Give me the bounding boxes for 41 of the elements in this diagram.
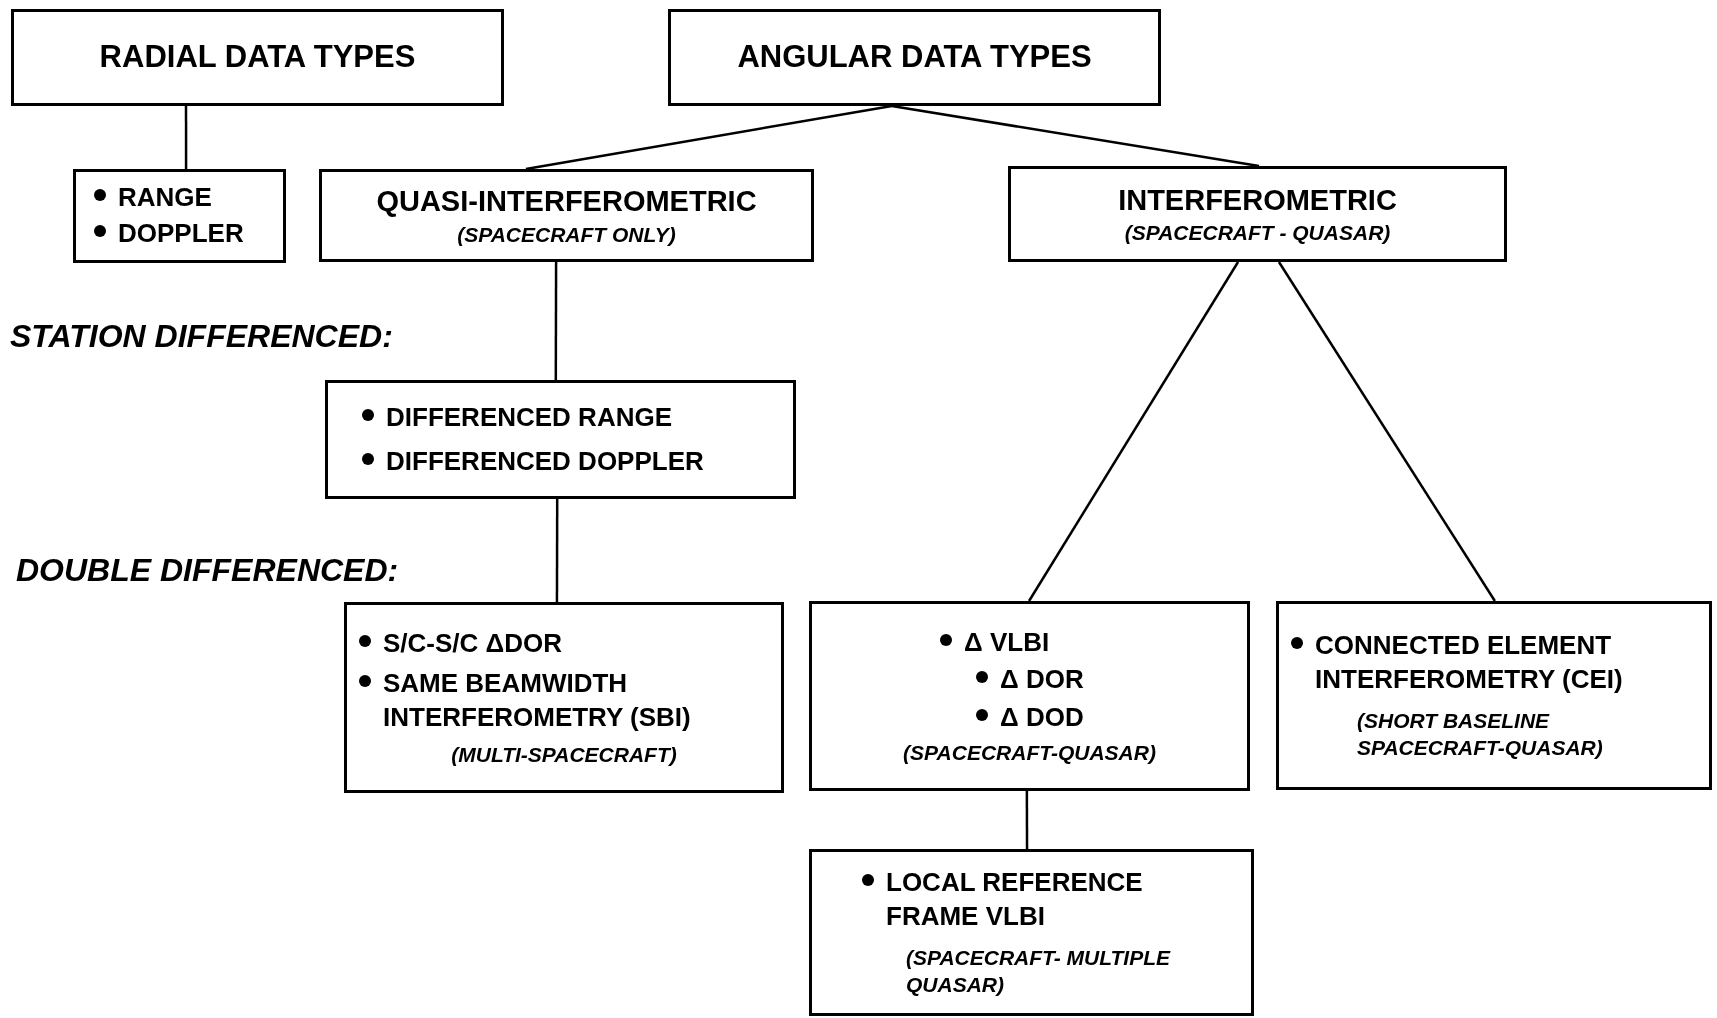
box-title: INTERFEROMETRIC bbox=[1118, 182, 1397, 218]
box-title: QUASI-INTERFEROMETRIC bbox=[376, 184, 757, 219]
list-item-text: DOPPLER bbox=[118, 217, 244, 250]
category-box bbox=[1276, 601, 1712, 790]
list-item-text: Δ DOD bbox=[1000, 701, 1084, 735]
list-item-text: RANGE bbox=[118, 181, 212, 215]
category-box bbox=[73, 169, 286, 263]
category-box bbox=[1008, 166, 1507, 262]
note-text: (SPACECRAFT-QUASAR) bbox=[903, 740, 1156, 767]
category-box bbox=[11, 9, 504, 106]
connector-line bbox=[891, 104, 1260, 168]
list-item-text: Δ DOR bbox=[1000, 663, 1084, 697]
connector-line bbox=[554, 262, 558, 380]
connector-line bbox=[1028, 261, 1240, 602]
list-item-text: Δ VLBI bbox=[964, 625, 1050, 659]
box-title: ANGULAR DATA TYPES bbox=[737, 38, 1092, 77]
category-box bbox=[325, 380, 796, 499]
connector-line bbox=[1277, 261, 1496, 602]
category-box bbox=[319, 169, 814, 262]
category-box bbox=[809, 849, 1254, 1016]
note-text: (SHORT BASELINE SPACECRAFT-QUASAR) bbox=[1357, 708, 1604, 762]
list-item-text: DIFFERENCED DOPPLER bbox=[386, 444, 704, 478]
list-item-text: S/C-S/C ΔDOR bbox=[383, 627, 563, 661]
connector-line bbox=[1025, 791, 1029, 849]
category-box bbox=[344, 602, 784, 793]
note-text: (MULTI-SPACECRAFT) bbox=[451, 741, 677, 768]
box-title: RADIAL DATA TYPES bbox=[99, 38, 416, 77]
note-text: (SPACECRAFT - QUASAR) bbox=[1124, 220, 1391, 247]
connector-line bbox=[555, 499, 559, 602]
section-label: STATION DIFFERENCED: bbox=[10, 318, 393, 355]
category-box bbox=[668, 9, 1161, 106]
note-text: (SPACECRAFT ONLY) bbox=[457, 221, 676, 248]
list-item-text: CONNECTED ELEMENT INTERFEROMETRY (CEI) bbox=[1315, 629, 1624, 697]
connector-line bbox=[184, 106, 188, 169]
list-item-text: SAME BEAMWIDTH INTERFEROMETRY (SBI) bbox=[383, 666, 692, 734]
note-text: (SPACECRAFT- MULTIPLE QUASAR) bbox=[906, 945, 1172, 999]
list-item-text: DIFFERENCED RANGE bbox=[386, 400, 672, 434]
connector-line bbox=[525, 104, 893, 171]
list-item-text: LOCAL REFERENCE FRAME VLBI bbox=[886, 866, 1144, 934]
category-box bbox=[809, 601, 1250, 791]
section-label: DOUBLE DIFFERENCED: bbox=[16, 552, 399, 589]
